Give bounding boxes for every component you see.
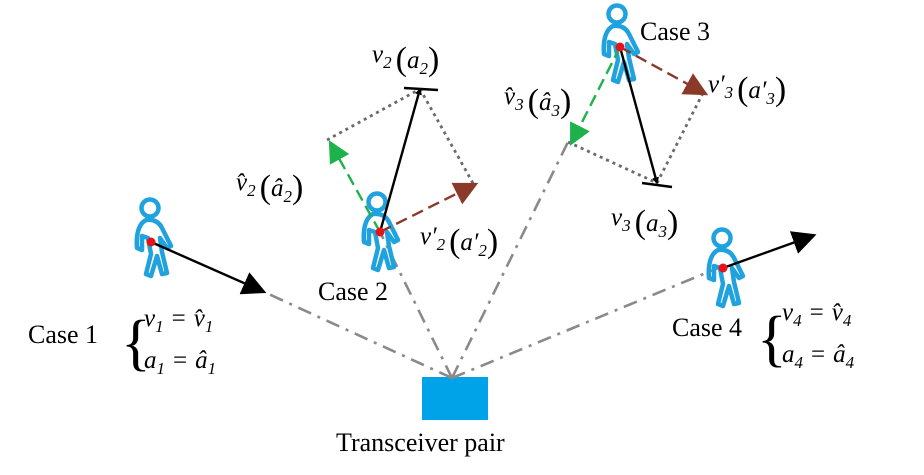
case1-center-dot [146,237,156,247]
v3-label: v3(a3) [611,204,678,241]
signal-paths [261,141,719,380]
case1-brace: { [121,309,151,377]
transceiver-label: Transceiver pair [336,428,505,457]
case3-perceived-vector [619,45,709,96]
case1-equations: v1=v̂1 a1=â1 [144,305,216,378]
case2-label: Case 2 [318,277,388,306]
case4-label: Case 4 [672,313,742,342]
case2-center-dot [375,227,385,237]
svg-text:v4=v̂4: v4=v̂4 [782,299,852,330]
v2-hat-label: v̂2(â2) [236,169,303,206]
case3-label: Case 3 [640,17,710,46]
svg-text:a1=â1: a1=â1 [144,347,216,378]
path-to-case1 [261,289,453,380]
case1-label: Case 1 [28,320,98,349]
v3-prime-label: v′3(a′3) [708,71,786,108]
case3-dotted-box [567,90,706,185]
v3-hat-label: v̂3(â3) [504,83,571,120]
case4-velocity-arrow [722,231,817,270]
case3-surface [641,181,673,189]
case4-center-dot [718,263,728,273]
transceiver-box-icon [422,377,488,420]
case2-estimated-vector [328,140,382,233]
case3-center-dot [615,42,625,52]
case3-estimated-vector [570,46,622,146]
svg-text:a4=â4: a4=â4 [782,341,855,372]
walking-person-icon-case1 [137,200,171,277]
case4-equations: v4=v̂4 a4=â4 [782,299,855,372]
v2-prime-label: v′2(a′2) [420,223,498,260]
v2-label: v2(a2) [372,41,439,78]
case4-brace: { [757,305,787,373]
path-to-case4 [451,266,719,380]
case2-true-vector [378,87,422,233]
svg-text:v1=v̂1: v1=v̂1 [144,305,213,336]
path-to-case3 [450,141,570,379]
case1-velocity-arrow [150,240,267,295]
case2-dotted-box [326,87,476,186]
case3-true-vector [618,46,659,185]
